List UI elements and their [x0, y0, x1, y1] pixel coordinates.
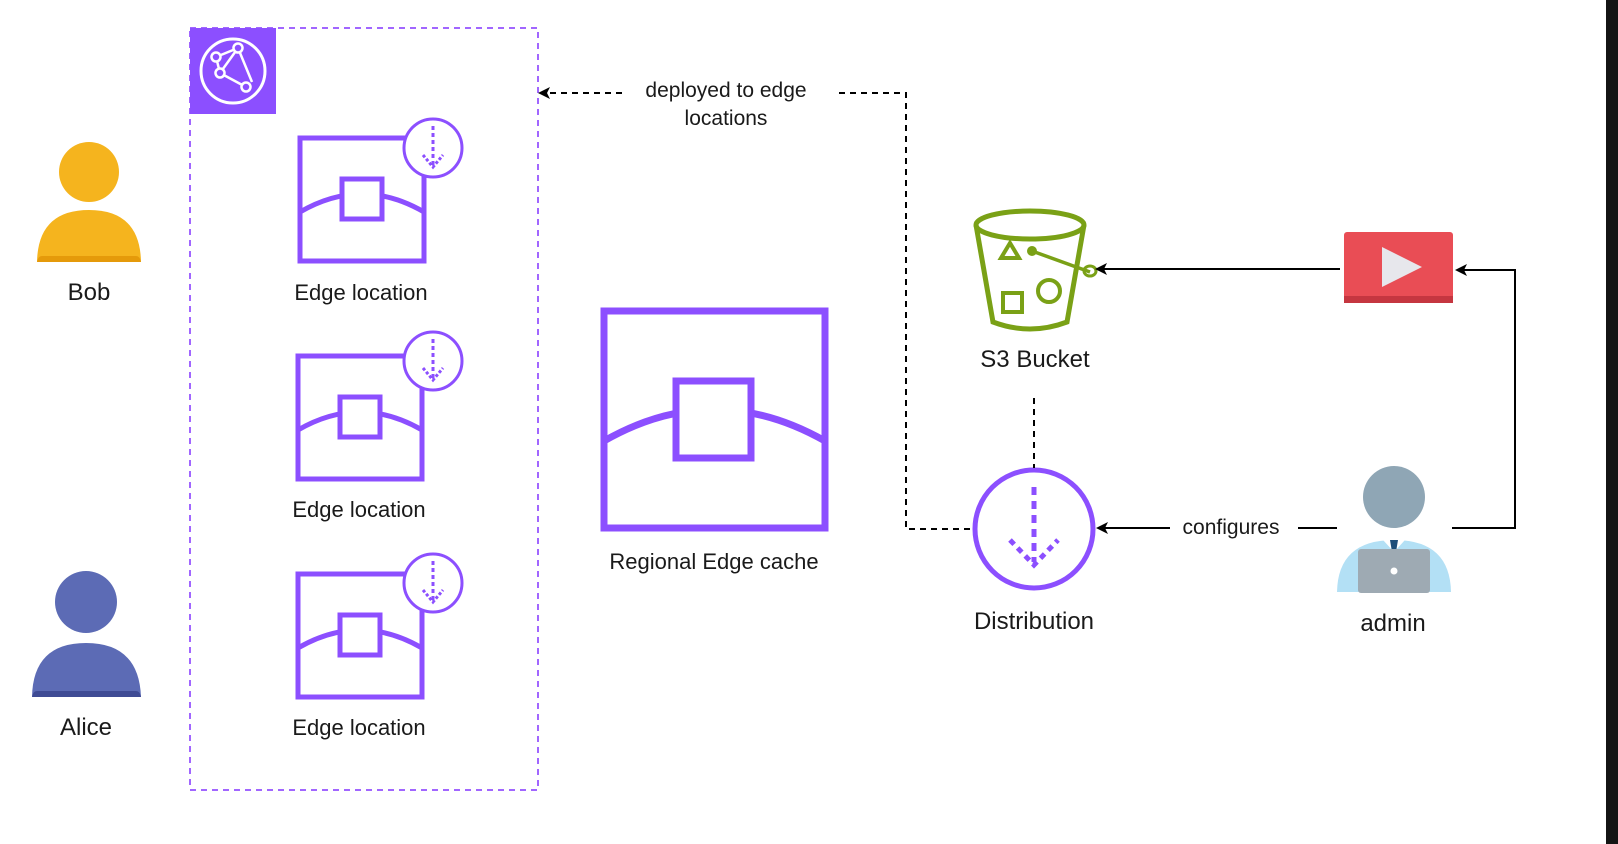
- cloudfront-icon: [190, 28, 276, 114]
- bob-label: Bob: [67, 279, 111, 306]
- edge-location-icon: [295, 552, 464, 700]
- video-icon: [1344, 232, 1453, 303]
- regional-edge-cache-icon: [600, 307, 829, 532]
- edge-locations-group: [189, 27, 539, 791]
- bob-person-icon: [37, 142, 141, 262]
- configures-edge-label: configures: [1176, 514, 1286, 542]
- edge-location-icon: [295, 330, 464, 482]
- deployed-edge-label-line2: locations: [684, 107, 768, 130]
- distribution-label: Distribution: [973, 608, 1095, 635]
- window-edge: [1606, 0, 1618, 844]
- deployed-edge-label-line1: deployed to edge: [645, 79, 807, 102]
- regional-edge-cache-label: Regional Edge cache: [609, 549, 819, 574]
- edge-location-label: Edge location: [294, 280, 428, 305]
- alice-label: Alice: [59, 714, 113, 741]
- edge-location-label: Edge location: [292, 715, 426, 740]
- edge-location-label: Edge location: [292, 497, 426, 522]
- distribution-icon: [972, 467, 1096, 591]
- admin-label: admin: [1360, 610, 1426, 637]
- deployed-edge-label: deployed to edge locations: [639, 77, 813, 133]
- edge-location-icon: [297, 117, 464, 264]
- deployed-connector: [838, 92, 970, 530]
- alice-person-icon: [32, 571, 141, 697]
- s3-bucket-icon: [973, 208, 1098, 332]
- s3-bucket-label: S3 Bucket: [980, 346, 1090, 373]
- admin-person-icon: [1337, 466, 1451, 593]
- admin-to-video-arrow: [1452, 264, 1516, 529]
